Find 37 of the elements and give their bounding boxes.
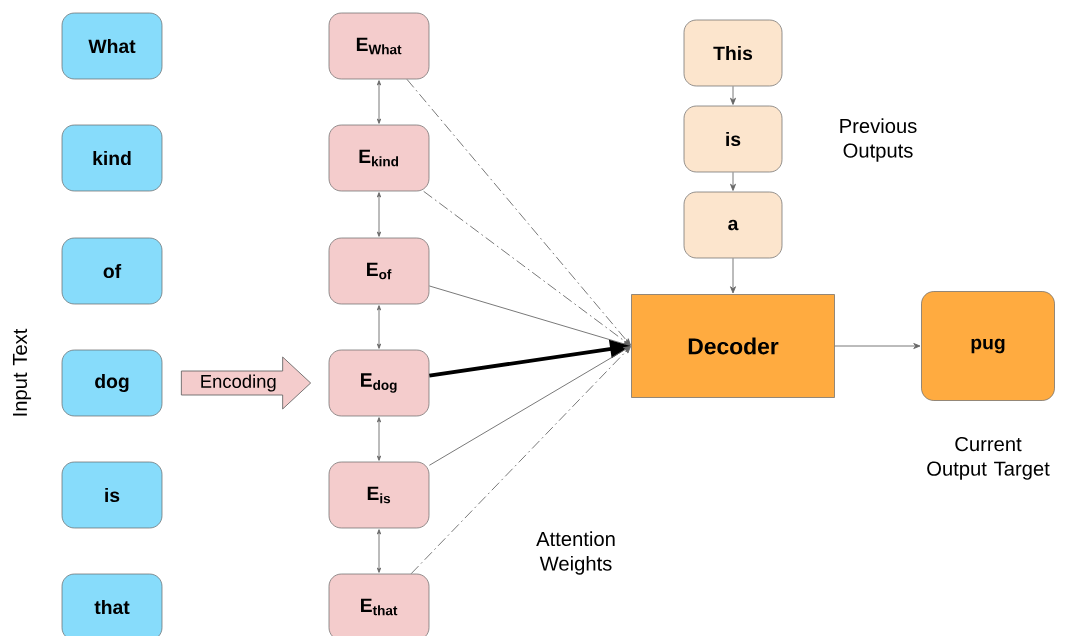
- arrow: [834, 343, 921, 349]
- block-arrow: [180, 356, 312, 410]
- section-label: Attention Weights: [536, 531, 615, 575]
- embedding-box: E$_{of}$: [328, 237, 430, 305]
- arrow: [406, 78, 631, 346]
- output-token-box: a: [683, 191, 783, 259]
- arrow: [376, 192, 382, 237]
- arrow: [423, 190, 631, 346]
- output-token-box: is: [683, 105, 783, 173]
- arrow: [730, 85, 736, 105]
- word-box: kind: [61, 124, 163, 192]
- arrow: [428, 346, 631, 466]
- section-label: Previous Outputs: [840, 118, 917, 162]
- word-box: of: [61, 237, 163, 305]
- embedding-box: E$_{is}$: [328, 461, 430, 529]
- arrow: [376, 529, 382, 573]
- output-box: pug: [921, 291, 1055, 401]
- embedding-box: E$_{What}$: [328, 12, 430, 80]
- arrow: [730, 171, 736, 191]
- arrow: [428, 285, 631, 347]
- word-box: is: [61, 461, 163, 529]
- embedding-box: E$_{kind}$: [328, 124, 430, 192]
- embedding-box: E$_{that}$: [328, 573, 430, 636]
- axis-label: Input Text: [12, 328, 32, 416]
- arrow: [410, 346, 631, 575]
- output-caption: Current Output Target: [927, 436, 1050, 480]
- word-box: What: [61, 12, 163, 80]
- decoder-box: Decoder: [631, 294, 835, 398]
- output-token-box: This: [683, 19, 783, 87]
- arrow: [376, 305, 382, 349]
- embedding-box: E$_{dog}$: [328, 349, 430, 417]
- arrow: [376, 80, 382, 124]
- edge-label: Encoding: [201, 374, 276, 392]
- arrow: [376, 417, 382, 461]
- word-box: that: [61, 573, 163, 636]
- word-box: dog: [61, 349, 163, 417]
- arrow: [730, 257, 736, 294]
